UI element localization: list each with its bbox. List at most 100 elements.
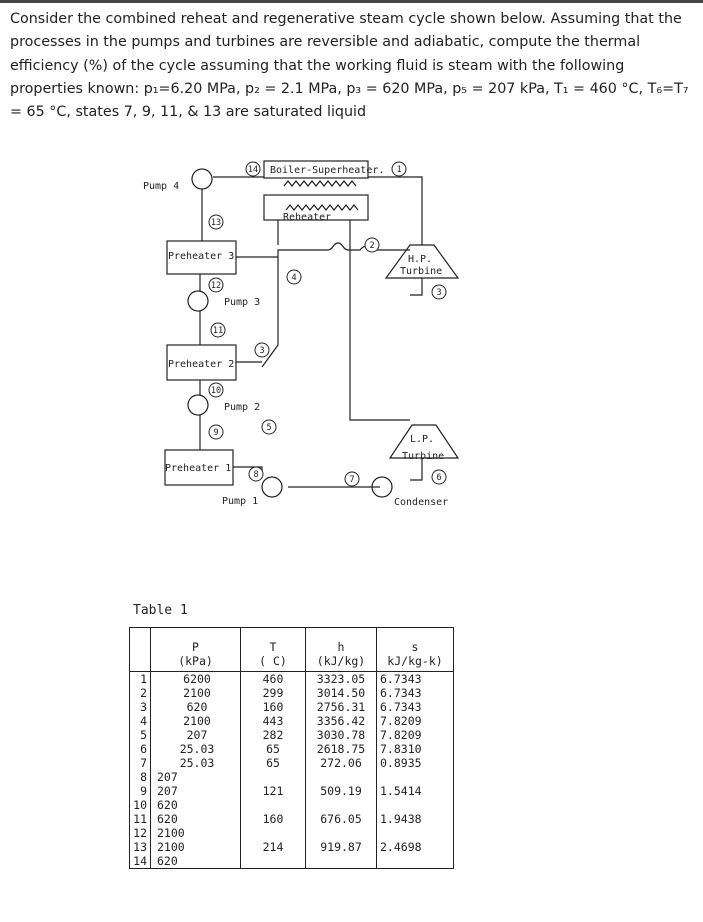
cell-t: 460	[240, 671, 306, 686]
state-5: 5	[266, 423, 271, 433]
pump-4	[191, 168, 213, 190]
cell-s: 7.8209	[380, 714, 422, 728]
line-2-across	[350, 245, 410, 251]
cell-p: 25.03	[150, 742, 241, 756]
cell-p: 2100	[150, 686, 241, 700]
state-marker-12	[208, 277, 224, 293]
state-marker-10	[208, 382, 224, 398]
cell-s	[377, 770, 454, 784]
cell-s: 1.5414	[380, 784, 422, 798]
cell-h	[305, 854, 377, 869]
cell-n: 3	[129, 700, 151, 714]
cell-h: 3356.42	[305, 714, 377, 728]
cell-h: 272.06	[305, 756, 377, 770]
cell-s: 6.7343	[380, 700, 422, 714]
table-title: Table 1	[133, 603, 188, 618]
top-border	[0, 0, 703, 3]
cell-s: 2.4698	[380, 840, 422, 854]
cell-p: 2100	[150, 826, 241, 840]
boiler-box	[263, 160, 369, 179]
feed-lines	[199, 189, 278, 477]
cell-n: 10	[129, 798, 151, 812]
state-marker-1	[391, 161, 407, 177]
cell-n: 12	[129, 826, 151, 840]
pump-3	[187, 290, 209, 312]
reheater-label: Reheater	[283, 212, 331, 223]
line-top	[213, 176, 423, 245]
cell-n: 7	[129, 756, 151, 770]
cell-p: 620	[150, 854, 241, 869]
cell-n: 8	[129, 770, 151, 784]
cell-p: 620	[150, 798, 241, 812]
cell-t: 299	[240, 686, 306, 700]
preheater2-label: Preheater 2	[168, 359, 234, 370]
cell-n: 5	[129, 728, 151, 742]
condenser-label: Condenser	[394, 497, 448, 508]
pump-1	[261, 476, 283, 498]
cell-s: 1.9438	[380, 812, 422, 826]
lp-turbine	[388, 424, 460, 459]
line-4-to-lp	[349, 250, 410, 421]
cell-t	[240, 770, 306, 784]
cell-p: 2100	[150, 840, 241, 854]
reheater-coil	[285, 204, 359, 211]
cell-s: 6.7343	[380, 672, 422, 686]
cell-n: 11	[129, 812, 151, 826]
cell-n: 13	[129, 840, 151, 854]
lp-turbine-label-1: L.P.	[410, 434, 434, 445]
cell-n: 2	[129, 686, 151, 700]
cell-h: 3323.05	[305, 671, 377, 686]
header-index	[129, 627, 151, 672]
cell-s: 6.7343	[380, 686, 422, 700]
pump3-label: Pump 3	[224, 297, 260, 308]
cell-s	[377, 798, 454, 812]
cell-h: 2618.75	[305, 742, 377, 756]
state-1: 1	[396, 165, 401, 175]
cell-p: 2100	[150, 714, 241, 728]
boiler-label: Boiler-Superheater.	[270, 165, 384, 176]
cell-p: 620	[150, 700, 241, 714]
cell-t: 443	[240, 714, 306, 728]
problem-statement: Consider the combined reheat and regener…	[10, 11, 689, 121]
state-4: 4	[291, 273, 296, 283]
state-marker-4	[286, 269, 302, 285]
state-marker-5	[261, 419, 277, 435]
line-2-to-reheater	[261, 242, 350, 368]
state-9: 9	[213, 428, 218, 438]
state-10: 10	[211, 386, 221, 396]
cell-h	[305, 826, 377, 840]
cell-t: 65	[240, 742, 306, 756]
cell-s	[377, 826, 454, 840]
state-marker-14	[245, 161, 261, 177]
cell-p: 25.03	[150, 756, 241, 770]
state-3: 3	[436, 288, 441, 298]
lp-turbine-label-2: Turbine	[402, 451, 444, 462]
cell-n: 14	[129, 854, 151, 869]
cell-h: 919.87	[305, 840, 377, 854]
cell-t: 160	[240, 812, 306, 826]
cell-t: 65	[240, 756, 306, 770]
header-p: P(kPa)	[150, 627, 241, 672]
cell-t: 214	[240, 840, 306, 854]
cell-s: 0.8935	[380, 756, 422, 770]
pump4-label: Pump 4	[143, 181, 179, 192]
condenser	[371, 476, 393, 498]
state-3b: 3	[259, 346, 264, 356]
state-marker-13	[208, 214, 224, 230]
cell-s: 7.8209	[380, 728, 422, 742]
pump1-label: Pump 1	[222, 496, 258, 507]
state-marker-6	[431, 469, 447, 485]
